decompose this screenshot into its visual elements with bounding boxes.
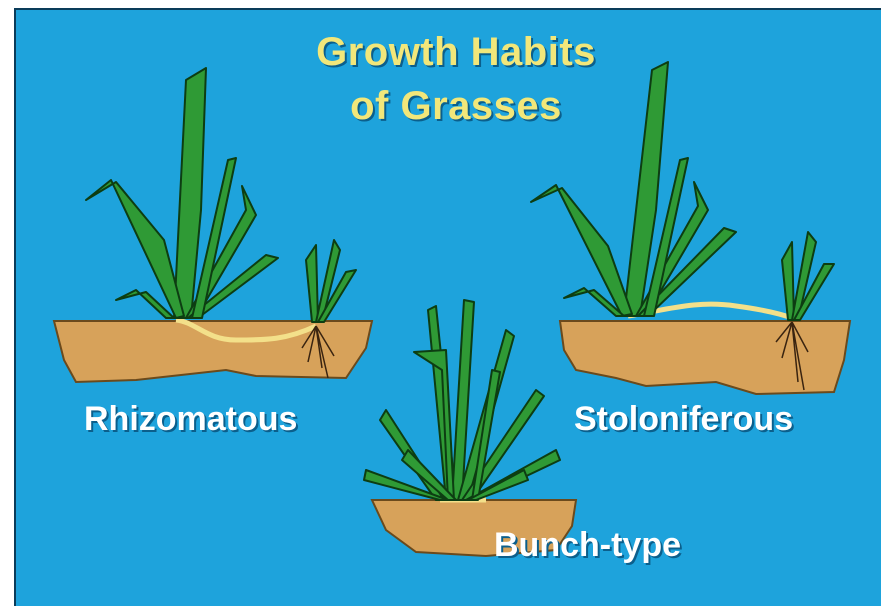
title-line-2: of Grasses <box>226 86 686 126</box>
label-rhizomatous: Rhizomatous <box>84 402 297 436</box>
title-line-1: Growth Habits <box>226 32 686 72</box>
bunch-type-leaves <box>364 300 560 500</box>
rhizomatous-soil <box>54 321 372 382</box>
label-stoloniferous: Stoloniferous <box>574 402 793 436</box>
bunch-type-plant <box>364 300 576 556</box>
label-bunch-type: Bunch-type <box>494 528 681 562</box>
stoloniferous-soil <box>560 321 850 394</box>
diagram-panel: Growth Habits of Grasses Rhizomatous Sto… <box>14 8 881 606</box>
